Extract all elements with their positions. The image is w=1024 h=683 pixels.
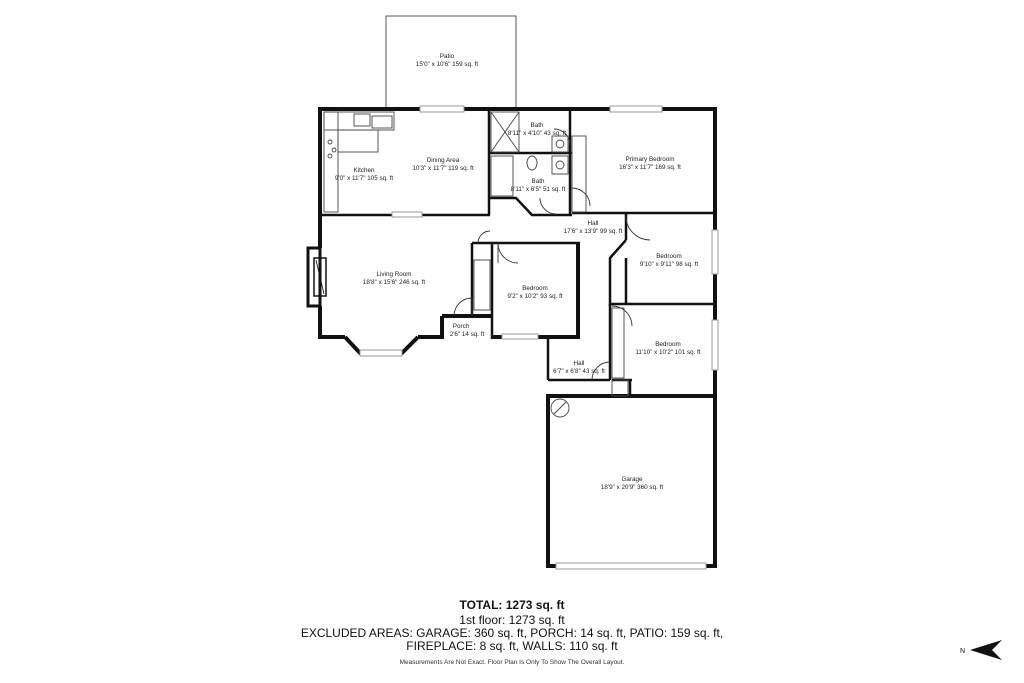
patio xyxy=(385,15,517,109)
hall1-name: Hall xyxy=(588,220,599,227)
excluded-areas-line1: EXCLUDED AREAS: GARAGE: 360 sq. ft, PORC… xyxy=(300,626,724,640)
bedroom-right2-name: Bedroom xyxy=(655,341,681,348)
patio-dims: 15'0" x 10'6" 159 sq. ft xyxy=(416,61,478,68)
total-area: TOTAL: 1273 sq. ft xyxy=(459,598,565,612)
bedroom-right1-dims: 9'10" x 9'11" 98 sq. ft xyxy=(640,261,698,268)
north-label: N xyxy=(960,648,965,655)
disclaimer: Measurements Are Not Exact. Floor Plan I… xyxy=(399,659,625,666)
garage-name: Garage xyxy=(621,476,643,483)
bath1-name: Bath xyxy=(531,122,544,129)
room-labels: Patio 15'0" x 10'6" 159 sq. ft Kitchen 9… xyxy=(335,53,701,491)
bath2-name: Bath xyxy=(532,178,545,185)
hall1-dims: 17'6" x 13'9" 99 sq. ft xyxy=(564,228,623,235)
garage-dims: 18'9" x 20'9" 360 sq. ft xyxy=(601,484,663,491)
floor-plan: Patio 15'0" x 10'6" 159 sq. ft Kitchen 9… xyxy=(306,15,719,570)
bath-fixtures xyxy=(473,111,629,397)
doors xyxy=(453,128,651,381)
north-arrow-icon xyxy=(970,640,1002,660)
dining-dims: 10'3" x 11'7" 119 sq. ft xyxy=(412,165,474,172)
interior-walls xyxy=(320,109,717,398)
windows xyxy=(359,105,719,570)
living-room-dims: 18'8" x 15'6" 246 sq. ft xyxy=(363,279,425,286)
hall2-dims: 6'7" x 6'8" 43 sq. ft xyxy=(553,368,605,375)
bedroom-right1-name: Bedroom xyxy=(656,253,682,260)
kitchen-name: Kitchen xyxy=(353,167,375,174)
patio-name: Patio xyxy=(440,53,455,60)
bath1-dims: 8'11" x 4'10" 43 sq. ft xyxy=(508,130,566,137)
hall2-name: Hall xyxy=(574,360,585,367)
bedroom-mid-name: Bedroom xyxy=(522,285,548,292)
primary-bedroom-dims: 16'3" x 11'7" 169 sq. ft xyxy=(619,164,681,171)
kitchen-dims: 9'0" x 11'7" 105 sq. ft xyxy=(335,175,393,182)
first-floor-area: 1st floor: 1273 sq. ft xyxy=(459,613,565,627)
primary-bedroom-name: Primary Bedroom xyxy=(626,156,675,163)
dining-name: Dining Area xyxy=(427,157,460,164)
water-heater xyxy=(550,398,570,418)
compass: N xyxy=(960,640,1002,660)
excluded-areas-line2: FIREPLACE: 8 sq. ft, WALLS: 110 sq. ft xyxy=(406,639,618,653)
bedroom-mid-dims: 9'2" x 10'2" 93 sq. ft xyxy=(507,293,562,300)
porch-dims: 2'6" 14 sq. ft xyxy=(450,331,485,338)
bedroom-right2-dims: 11'10" x 10'2" 101 sq. ft xyxy=(635,349,700,356)
fireplace xyxy=(306,246,327,308)
porch-name: Porch xyxy=(453,323,470,330)
bath2-dims: 8'11" x 6'5" 51 sq. ft xyxy=(511,186,566,193)
kitchen-fixtures xyxy=(323,111,395,213)
living-room-name: Living Room xyxy=(377,271,412,278)
